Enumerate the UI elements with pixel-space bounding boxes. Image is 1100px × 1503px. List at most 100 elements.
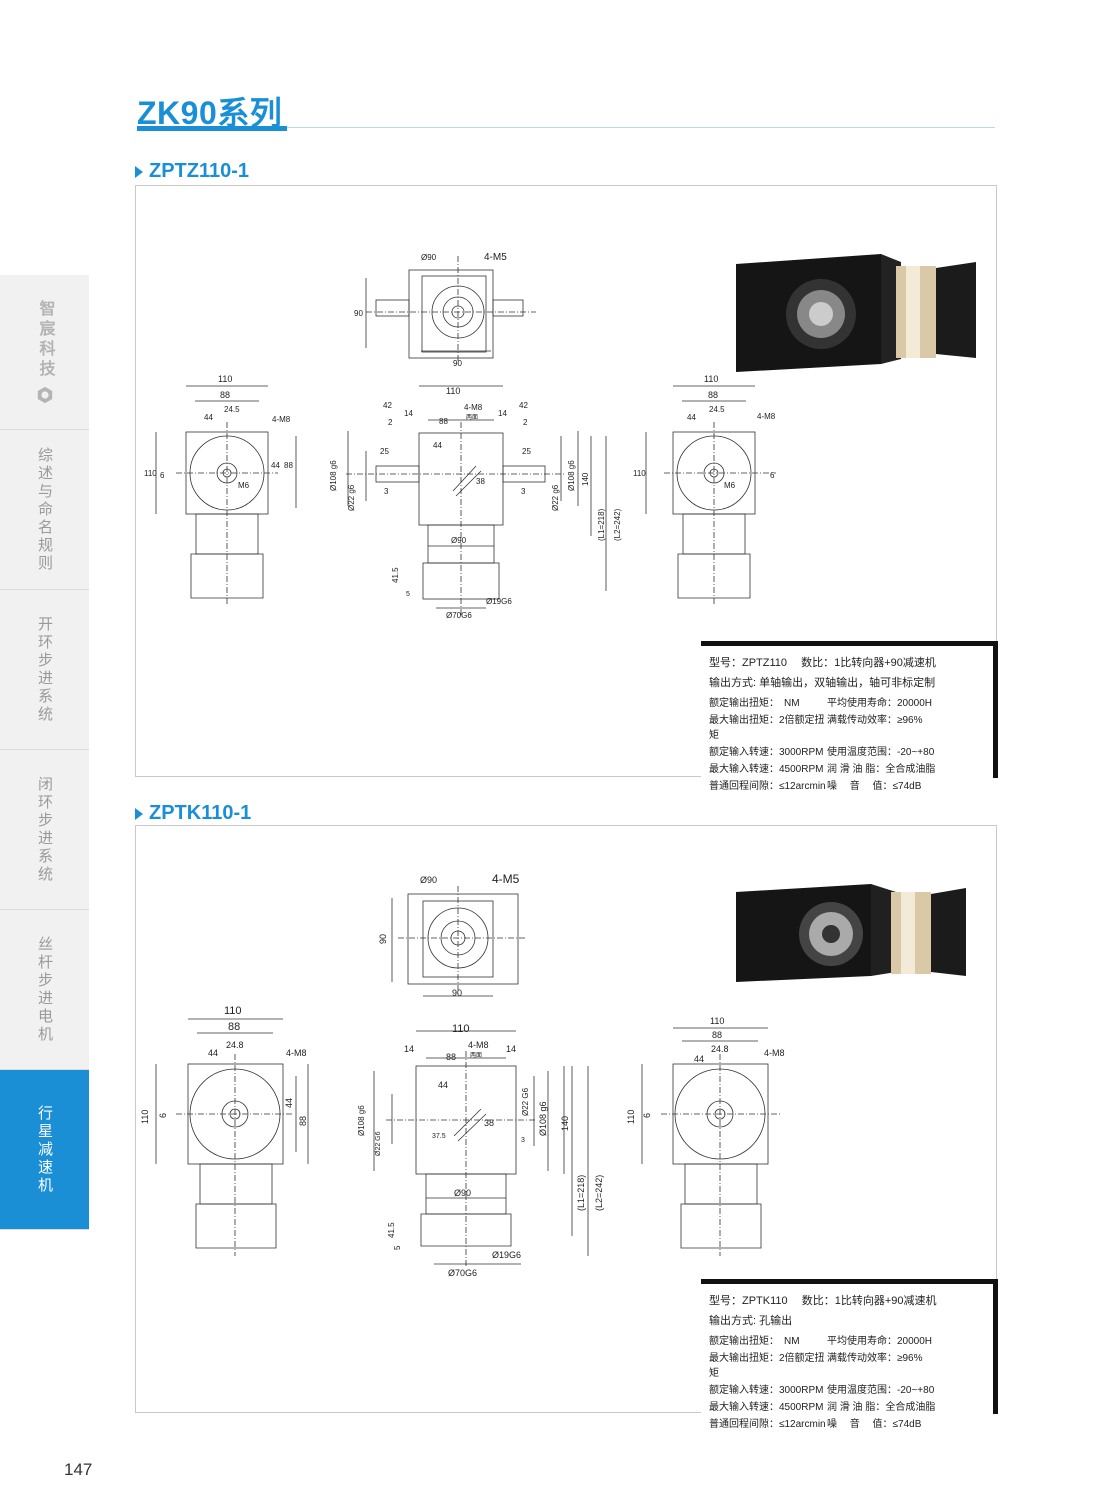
dim-label: (L2=242) xyxy=(594,1175,604,1211)
dim-label: Ø108 g6 xyxy=(329,460,338,491)
brand-logo-icon xyxy=(37,386,52,404)
spec-model: 型号：ZPTK110 数比：1比转向器+90减速机 xyxy=(709,1295,937,1307)
triangle-icon xyxy=(135,807,143,820)
dim-label: 88 xyxy=(708,390,718,400)
dim-label: Ø108 g6 xyxy=(567,460,576,491)
dim-label: 42 xyxy=(383,401,392,410)
dim-label: 两面 xyxy=(470,1052,482,1059)
dim-label: 110 xyxy=(626,1110,636,1124)
sidebar-item-screw-motor[interactable]: 丝杆步进电机 xyxy=(0,910,89,1070)
dim-label: 88 xyxy=(228,1021,240,1033)
dim-label: (L2=242) xyxy=(613,508,622,541)
dim-label: Ø90 xyxy=(451,536,467,545)
dim-label: Ø22 g6 xyxy=(347,484,356,511)
section-heading: ZPTZ110-1 xyxy=(135,160,249,183)
spec-item: 额定输出扭矩： NM xyxy=(709,1336,800,1347)
sidebar-item-planetary-reducer[interactable]: 行星减速机 xyxy=(0,1070,89,1230)
dim-label: 37.5 xyxy=(432,1133,446,1140)
dim-label: 6 xyxy=(160,471,165,480)
section-heading-text: ZPTZ110-1 xyxy=(149,160,250,182)
dim-label: 44 xyxy=(438,1080,448,1090)
sidebar-item-label: 综述与命名规则 xyxy=(36,446,53,573)
drawing-panel: Ø90 4-M5 90 90 110 88 44 24.5 4-M8 110 6… xyxy=(135,185,998,792)
sidebar-item-closed-loop[interactable]: 闭环步进系统 xyxy=(0,750,89,910)
dim-label: 6 xyxy=(642,1113,652,1118)
dim-label: 4-M5 xyxy=(492,872,520,886)
sidebar-brand: 智宸科技 xyxy=(0,275,89,430)
dim-label: 6 xyxy=(770,471,775,480)
spec-table: 型号：ZPTK110 数比：1比转向器+90减速机 输出方式: 孔输出 额定输出… xyxy=(701,1279,998,1430)
title-underline xyxy=(137,126,287,131)
spec-item: 使用温度范围：-20~+80 xyxy=(827,747,935,758)
dim-label: 41.5 xyxy=(387,1222,396,1238)
spec-item: 使用温度范围：-20~+80 xyxy=(827,1385,935,1396)
dim-label: 24.8 xyxy=(226,1040,244,1050)
dim-label: 41.5 xyxy=(391,567,400,583)
dim-label: 110 xyxy=(446,386,460,396)
section-heading-text: ZPTK110-1 xyxy=(149,802,252,824)
dim-label: 88 xyxy=(284,461,293,470)
dim-label: 25 xyxy=(522,447,531,456)
dim-label: 2 xyxy=(388,418,393,427)
dim-label: 110 xyxy=(224,1005,242,1017)
dim-label: 88 xyxy=(298,1116,308,1126)
dim-label: Ø90 xyxy=(454,1188,471,1198)
dim-label: 24.5 xyxy=(709,405,725,414)
dim-label: (L1=218) xyxy=(597,508,606,541)
dim-label: 5 xyxy=(406,591,410,598)
dim-label: 44 xyxy=(687,413,696,422)
brand-name: 智宸科技 xyxy=(36,300,54,380)
dim-label: Ø19G6 xyxy=(492,1250,521,1260)
dim-label: 4-M8 xyxy=(468,1040,489,1050)
dim-label: 24.5 xyxy=(224,405,240,414)
sidebar-item-open-loop[interactable]: 开环步进系统 xyxy=(0,590,89,750)
dim-label: 4-M8 xyxy=(757,412,776,421)
spec-item: 普通回程间隙：≤12arcmin xyxy=(709,1419,826,1430)
spec-item: 额定输入转速：3000RPM xyxy=(709,1385,824,1396)
dim-label: 4-M8 xyxy=(464,403,483,412)
dim-label: 44 xyxy=(271,461,280,470)
spec-table: 型号：ZPTZ110 数比：1比转向器+90减速机 输出方式: 单轴输出，双轴输… xyxy=(701,641,998,792)
dim-label: Ø22 G6 xyxy=(375,1131,382,1156)
spec-item: 满载传动效率：≥96% xyxy=(827,1353,923,1364)
dim-label: Ø90 xyxy=(421,253,437,262)
dim-label: 4-M8 xyxy=(764,1048,785,1058)
dim-label: 88 xyxy=(712,1030,722,1040)
dim-label: 24.8 xyxy=(711,1044,729,1054)
dim-label: 110 xyxy=(633,469,646,478)
dim-label: 110 xyxy=(140,1110,150,1124)
dim-label: 90 xyxy=(354,309,363,318)
dim-label: 4-M5 xyxy=(484,252,507,263)
dim-label: 14 xyxy=(404,1044,414,1054)
dim-label: M6 xyxy=(724,481,736,490)
dim-label: Ø22 G6 xyxy=(521,1087,530,1116)
dim-label: 4-M8 xyxy=(272,415,291,424)
title-rule xyxy=(287,127,995,128)
dim-label: 110 xyxy=(704,374,718,384)
spec-item: 最大输入转速：4500RPM xyxy=(709,764,824,775)
product-photo xyxy=(736,884,966,982)
product-photo xyxy=(736,254,976,372)
dim-label: 90 xyxy=(452,988,462,998)
spec-item: 最大输出扭矩：2倍额定扭矩 xyxy=(709,715,825,741)
dim-label: 4-M8 xyxy=(286,1048,307,1058)
dim-label: 110 xyxy=(218,374,232,384)
dim-label: 2 xyxy=(523,418,528,427)
section-heading: ZPTK110-1 xyxy=(135,802,251,825)
dim-label: 42 xyxy=(519,401,528,410)
sidebar-item-label: 开环步进系统 xyxy=(36,615,53,724)
spec-item: 噪 音 值：≤74dB xyxy=(827,781,922,792)
dim-label: 6 xyxy=(158,1113,168,1118)
dim-label: Ø90 xyxy=(420,875,437,885)
spec-output: 输出方式: 单轴输出，双轴输出，轴可非标定制 xyxy=(709,677,936,689)
dim-label: Ø70G6 xyxy=(448,1268,477,1278)
dim-label: Ø22 g6 xyxy=(551,484,560,511)
dim-label: 90 xyxy=(378,934,388,944)
dim-label: Ø70G6 xyxy=(446,611,472,620)
spec-item: 普通回程间隙：≤12arcmin xyxy=(709,781,826,792)
dim-label: M6 xyxy=(238,481,250,490)
dim-label: 3 xyxy=(521,1137,525,1144)
dim-label: 14 xyxy=(506,1044,516,1054)
sidebar-item-overview[interactable]: 综述与命名规则 xyxy=(0,430,89,590)
dim-label: 38 xyxy=(476,477,485,486)
